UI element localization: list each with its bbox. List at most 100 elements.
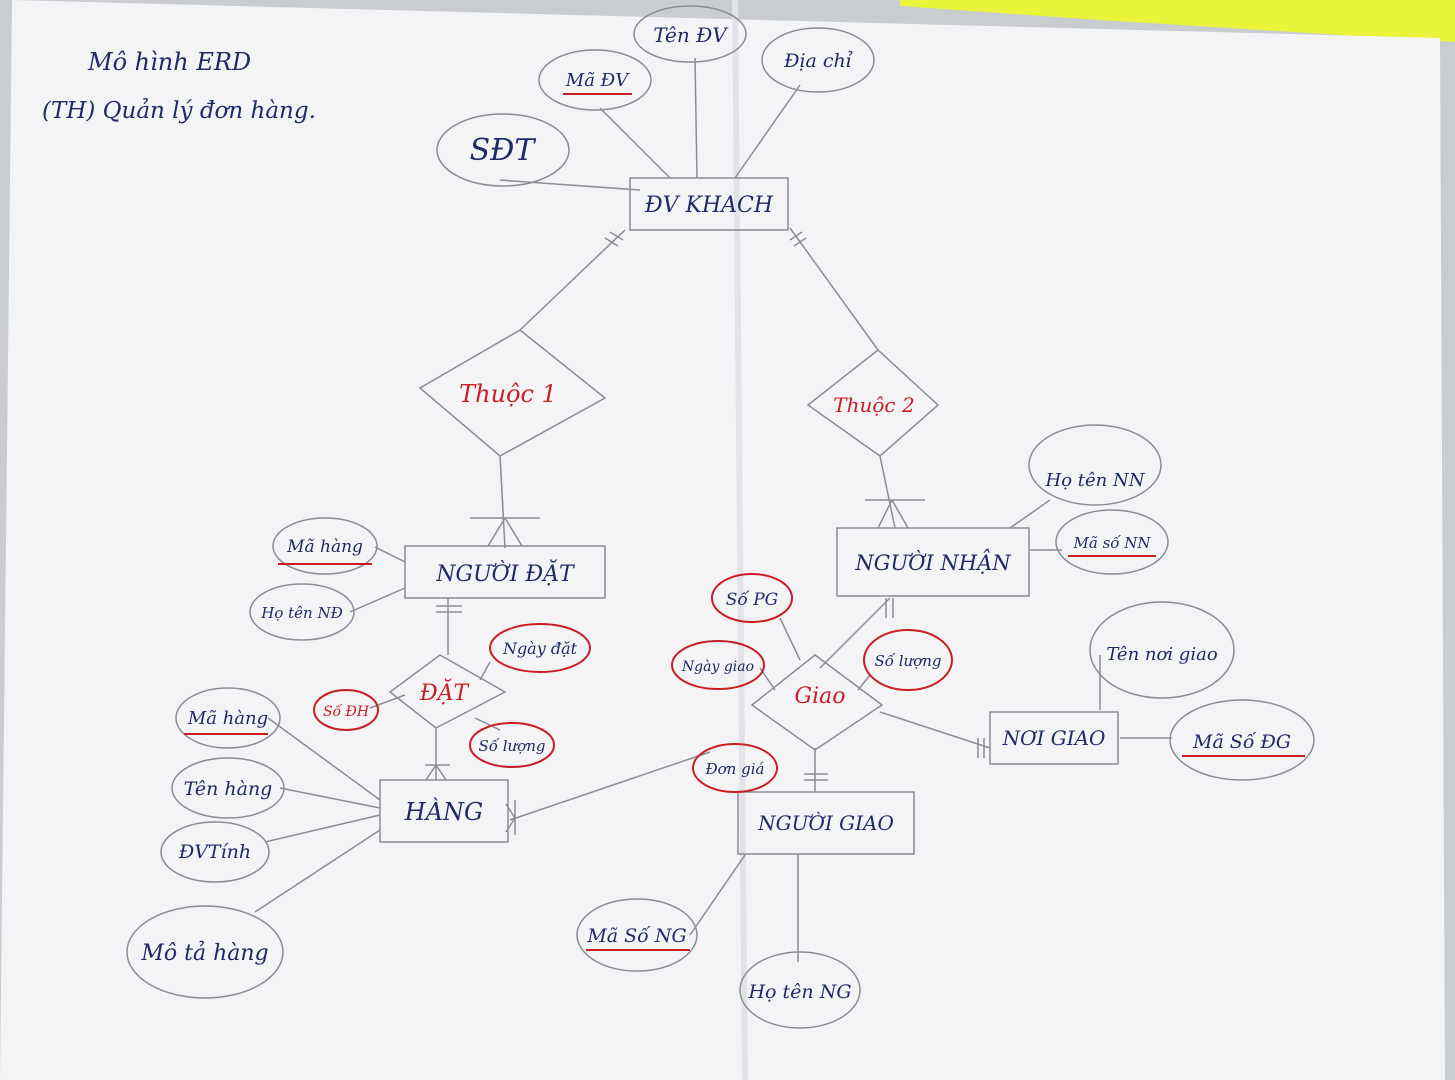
entity-label: NGƯỜI NHẬN	[854, 550, 1011, 575]
attribute-label: Mã hàng	[286, 537, 363, 557]
relationship-thuoc1: Thuộc 1	[418, 329, 607, 457]
attribute-ellipse	[711, 573, 793, 623]
attribute-label: Mã ĐV	[565, 70, 630, 91]
attribute-sdt: SĐT	[436, 113, 570, 187]
attribute-ma-dv: Mã ĐV	[538, 49, 652, 111]
relationship-diamond	[806, 349, 940, 457]
attribute-ellipse	[576, 898, 698, 972]
entity-nguoi-giao: NGƯỜI GIAO	[737, 791, 915, 855]
attribute-dv-tinh: ĐVTính	[160, 821, 270, 883]
attribute-ellipse	[739, 951, 861, 1029]
attribute-ma-so-dg: Mã Số ĐG	[1169, 699, 1315, 781]
diagram-title: Mô hình ERD (TH) Quản lý đơn hàng.	[42, 48, 316, 124]
entity-label: HÀNG	[404, 797, 483, 826]
attribute-label: Ngày đặt	[502, 639, 578, 658]
attribute-ellipse	[761, 27, 875, 93]
relationship-dat: ĐẶT	[388, 654, 507, 729]
attribute-label: Họ tên NN	[1045, 470, 1146, 491]
attribute-label: Họ tên NG	[747, 981, 851, 1003]
entity-box	[404, 545, 606, 599]
attribute-ellipse	[692, 743, 778, 793]
attribute-ho-ten-nn: Họ tên NN	[1028, 424, 1162, 506]
entity-box	[629, 177, 789, 231]
attribute-label: Mã Số ĐG	[1192, 731, 1291, 753]
attribute-ma-hang: Mã hàng	[175, 687, 281, 749]
highlighter-strip	[900, 0, 1455, 42]
attribute-ho-ten-nd: Họ tên NĐ	[249, 583, 355, 641]
paper-fold	[732, 0, 748, 1080]
entity-dv-khach: ĐV KHACH	[629, 177, 789, 231]
title-line-1: Mô hình ERD	[87, 48, 251, 76]
attribute-mo-ta-hang: Mô tả hàng	[126, 905, 284, 999]
attribute-ellipse	[249, 583, 355, 641]
entity-box	[379, 779, 509, 843]
attribute-ngay-dat: Ngày đặt	[489, 623, 591, 673]
attribute-label: Mã hàng	[187, 708, 268, 729]
entity-nguoi-nhan: NGƯỜI NHẬN	[836, 527, 1030, 597]
attribute-ellipse	[671, 640, 765, 690]
entity-box	[989, 711, 1119, 765]
attribute-ma-so-nn: Mã số NN	[1055, 509, 1169, 575]
attribute-dia-chi: Địa chỉ	[761, 27, 875, 93]
attribute-ellipse	[171, 757, 285, 819]
attribute-ma-so-ng: Mã Số NG	[576, 898, 698, 972]
attribute-label: Địa chỉ	[783, 50, 853, 72]
attribute-ellipse	[1169, 699, 1315, 781]
attribute-ellipse	[436, 113, 570, 187]
title-line-2: (TH) Quản lý đơn hàng.	[42, 98, 316, 124]
entity-label: NGƯỜI ĐẶT	[435, 560, 576, 587]
attribute-label: Đơn giá	[705, 760, 765, 778]
entity-label: ĐV KHACH	[644, 193, 774, 218]
attribute-ngay-giao: Ngày giao	[671, 640, 765, 690]
attribute-label: Mã số NN	[1073, 534, 1152, 552]
attribute-so-pg: Số PG	[711, 573, 793, 623]
attribute-sl-dat: Số lượng	[469, 722, 555, 768]
attribute-ellipse	[1089, 601, 1235, 699]
entity-box	[836, 527, 1030, 597]
attribute-label: Tên ĐV	[653, 23, 729, 47]
entity-hang: HÀNG	[379, 779, 509, 843]
attribute-label: Số PG	[726, 590, 778, 610]
relationship-label: Thuộc 1	[459, 380, 557, 408]
entity-nguoi-dat: NGƯỜI ĐẶT	[404, 545, 606, 599]
attribute-label: Số lượng	[875, 652, 942, 670]
attribute-ellipse	[863, 629, 953, 691]
attribute-ellipse	[175, 687, 281, 749]
attribute-sl-giao: Số lượng	[863, 629, 953, 691]
attribute-ellipse	[160, 821, 270, 883]
attribute-ma-hang-nd: Mã hàng	[272, 517, 378, 575]
relationship-diamond	[750, 654, 884, 751]
relationship-giao: Giao	[750, 654, 884, 751]
attribute-ellipse	[538, 49, 652, 111]
connector-lines	[254, 57, 1172, 962]
attribute-so-dh: Số ĐH	[313, 689, 379, 731]
attribute-ellipse	[1055, 509, 1169, 575]
attribute-label: Số lượng	[479, 737, 546, 755]
attribute-ellipse	[313, 689, 379, 731]
relationship-diamond	[388, 654, 507, 729]
attribute-label: Ngày giao	[681, 659, 754, 675]
attribute-ten-hang: Tên hàng	[171, 757, 285, 819]
entity-box	[737, 791, 915, 855]
attribute-ellipse	[469, 722, 555, 768]
attribute-ellipse	[272, 517, 378, 575]
attribute-don-gia: Đơn giá	[692, 743, 778, 793]
attribute-label: ĐVTính	[178, 841, 251, 863]
attribute-label: Mô tả hàng	[140, 940, 268, 966]
attribute-label: Họ tên NĐ	[260, 604, 342, 622]
entity-label: NGƯỜI GIAO	[757, 810, 894, 835]
entity-noi-giao: NƠI GIAO	[989, 711, 1119, 765]
attribute-ellipse	[633, 5, 747, 63]
entity-label: NƠI GIAO	[1002, 726, 1106, 750]
relationship-label: ĐẶT	[419, 679, 471, 706]
attribute-ellipse	[126, 905, 284, 999]
attribute-label: Mã Số NG	[586, 925, 686, 947]
attribute-ten-noi-giao: Tên nơi giao	[1089, 601, 1235, 699]
attribute-label: Số ĐH	[323, 703, 370, 720]
attribute-ellipse	[489, 623, 591, 673]
relationship-label: Giao	[795, 684, 846, 709]
relationship-diamond	[418, 329, 607, 457]
attribute-ten-dv: Tên ĐV	[633, 5, 747, 63]
